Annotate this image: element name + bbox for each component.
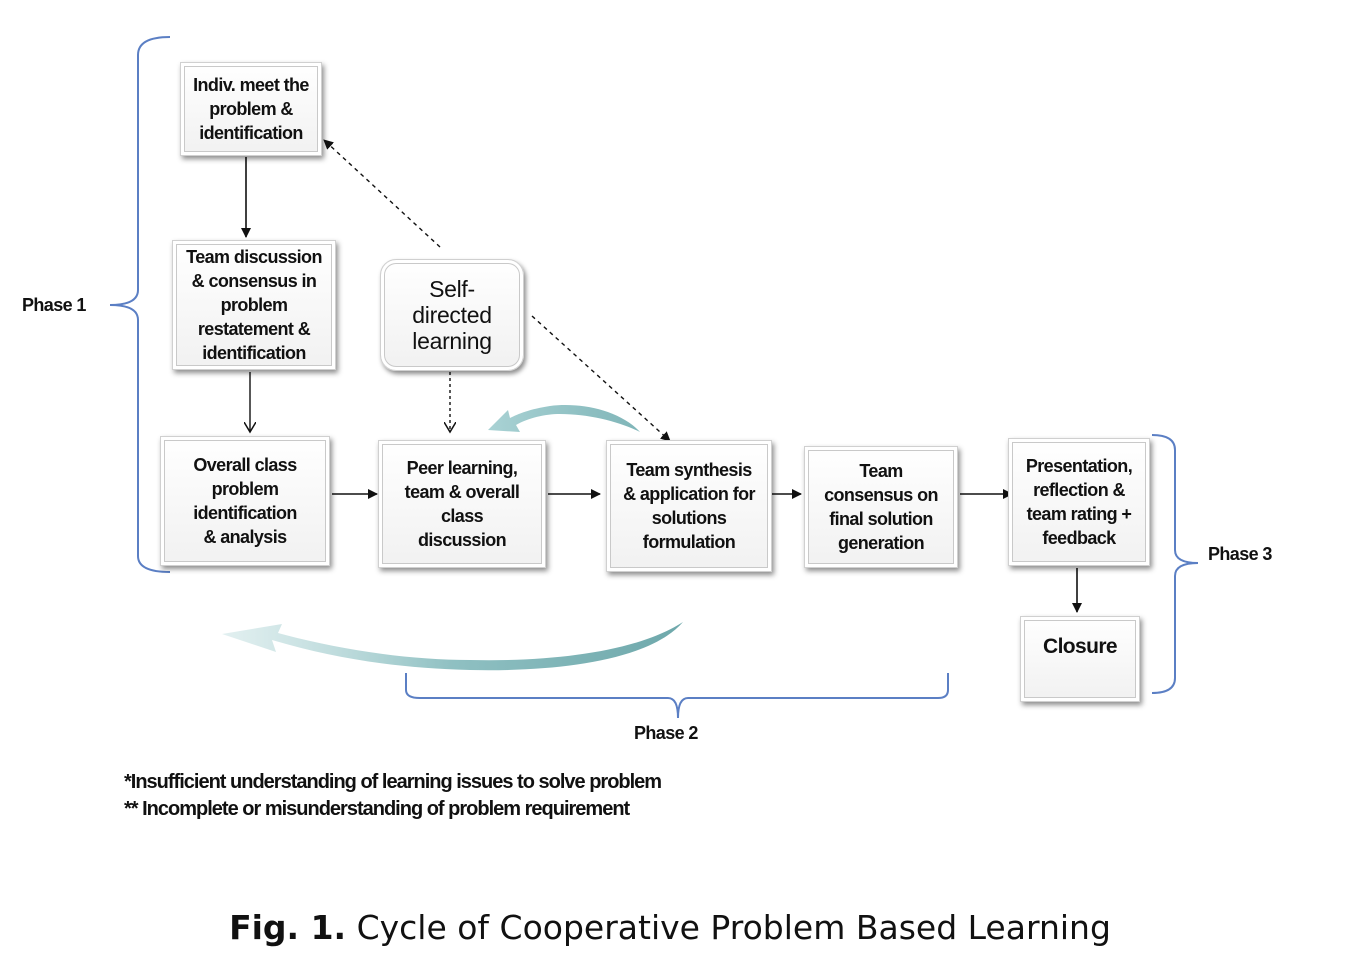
phase1-label: Phase 1: [22, 295, 86, 315]
phase1-bracket: [109, 36, 171, 573]
node-presentation: Presentation, reflection & team rating +…: [1008, 438, 1150, 566]
node-team-synthesis: Team synthesis & application for solutio…: [606, 440, 772, 572]
phase2-bracket: [405, 673, 949, 719]
dashed-arrow-self-to-synthesis: [531, 315, 671, 442]
cycle-arrow-large: [222, 622, 683, 671]
node-team-consensus: Team consensus on final solution generat…: [804, 446, 958, 568]
figure-caption: Fig. 1. Cycle of Cooperative Problem Bas…: [0, 908, 1340, 947]
footnote-2: ** Incomplete or misunderstanding of pro…: [124, 798, 630, 820]
figure-caption-label: Fig. 1.: [229, 908, 347, 947]
node-overall-class: Overall class problem identification & a…: [160, 436, 330, 566]
node-team-discussion: Team discussion & consensus in problem r…: [172, 240, 336, 370]
node-indiv-meet-problem: Indiv. meet the problem & identification: [180, 62, 322, 156]
node-self-directed-learning: Self- directed learning: [380, 259, 524, 371]
phase3-label: Phase 3: [1208, 544, 1272, 564]
footnote-1: *Insufficient understanding of learning …: [124, 771, 662, 793]
figure-caption-text: Cycle of Cooperative Problem Based Learn…: [346, 908, 1111, 947]
cycle-arrow-small: [488, 405, 640, 432]
phase2-label: Phase 2: [634, 723, 698, 743]
node-peer-learning: Peer learning, team & overall class disc…: [378, 440, 546, 568]
node-closure: Closure: [1020, 616, 1140, 702]
phase3-bracket: [1151, 434, 1199, 694]
dashed-arrow-to-indiv: [323, 139, 441, 248]
